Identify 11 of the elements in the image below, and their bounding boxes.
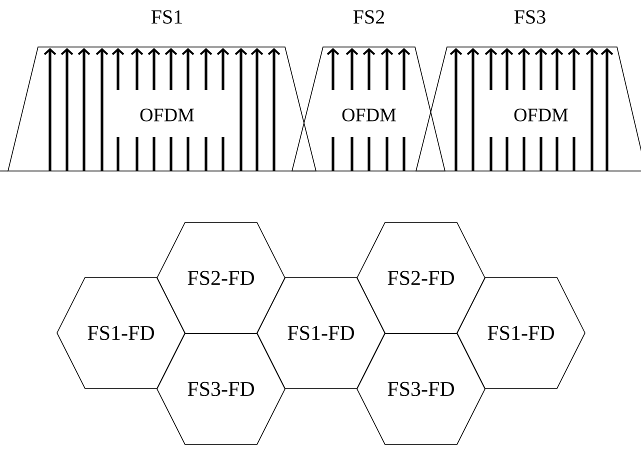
node-label: FS2 [353, 10, 384, 24]
trapezoid-band: FS2 OFDM [292, 10, 446, 172]
hexagon-cell: FS1-FD [256, 277, 386, 389]
hexagon-cell: FS3-FD [356, 333, 486, 445]
hexagon-cell: FS3-FD [156, 333, 286, 445]
hexagon-cell: FS2-FD [356, 222, 486, 334]
node-label: FS1 [151, 10, 182, 24]
hexagon-cell: FS1-FD [456, 277, 586, 389]
hexagon-cell: FS2-FD [156, 222, 286, 334]
hexagon-cell: FS1-FD [56, 277, 186, 389]
node-label: FS3 [514, 10, 546, 24]
